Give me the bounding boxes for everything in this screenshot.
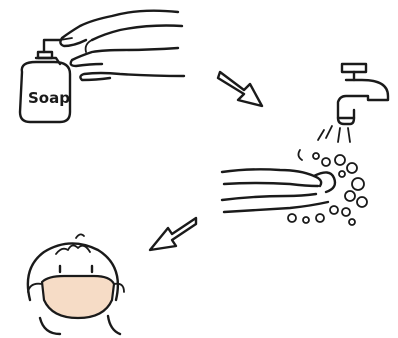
arrow-down-right-icon	[218, 72, 262, 106]
face-mask-icon	[28, 234, 124, 334]
washing-hands-icon	[222, 150, 367, 225]
faucet-icon	[338, 64, 388, 124]
mask-icon	[42, 276, 114, 318]
water-spray	[318, 126, 350, 142]
arrow-down-left-icon	[150, 218, 196, 250]
hands-icon	[60, 11, 184, 80]
soap-bottle: Soap	[20, 38, 72, 122]
soap-label: Soap	[28, 89, 70, 107]
